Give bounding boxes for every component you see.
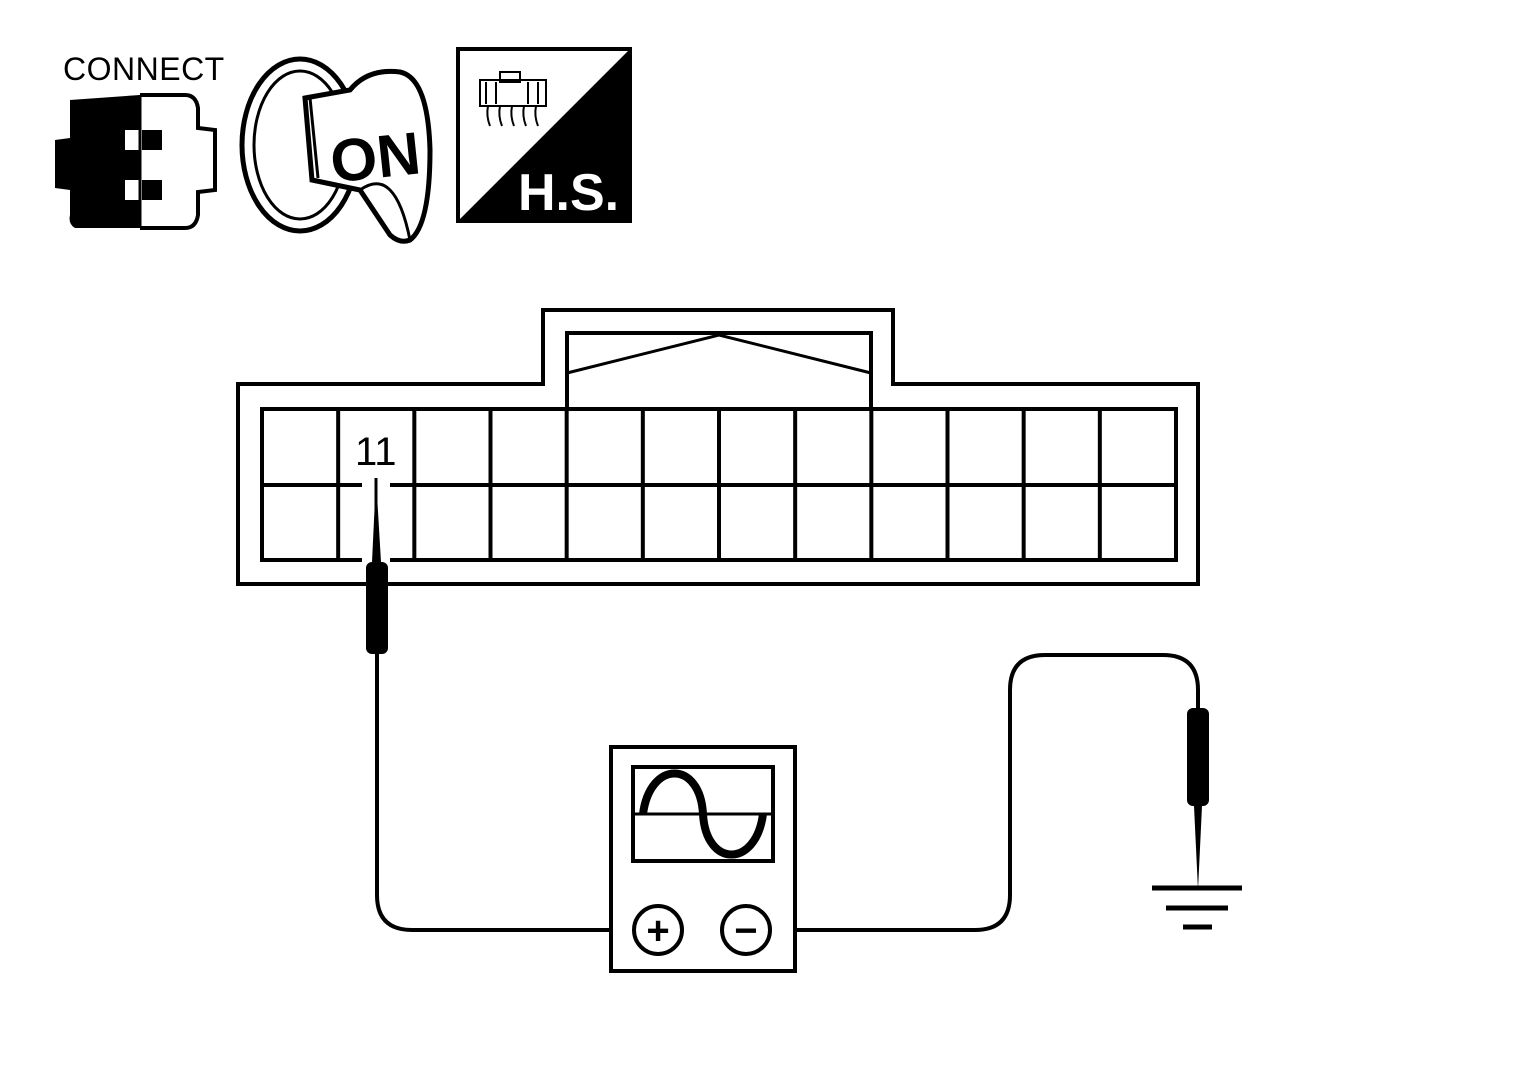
- positive-symbol: +: [646, 909, 669, 953]
- negative-terminal: −: [720, 904, 772, 956]
- ignition-on-label: ON: [327, 119, 424, 195]
- oscilloscope-icon: + −: [609, 745, 797, 973]
- ignition-key-on-icon: ON: [239, 56, 433, 244]
- connector-pin-grid: [336, 409, 1102, 560]
- positive-terminal: +: [632, 904, 684, 956]
- hs-label: H.S.: [518, 164, 619, 222]
- connect-label: CONNECT: [63, 51, 225, 87]
- connect-icon-group: CONNECT: [55, 51, 225, 230]
- negative-probe: [1187, 708, 1209, 890]
- harness-side-icon: H.S.: [456, 47, 632, 223]
- ground-symbol-icon: [1152, 885, 1242, 930]
- probe-wires: [375, 653, 1200, 932]
- small-connector-sketch-icon: [479, 71, 547, 127]
- connector-icon: [55, 93, 217, 230]
- negative-symbol: −: [734, 909, 757, 953]
- positive-probe: [366, 478, 388, 654]
- pin-11-label: 11: [355, 430, 397, 474]
